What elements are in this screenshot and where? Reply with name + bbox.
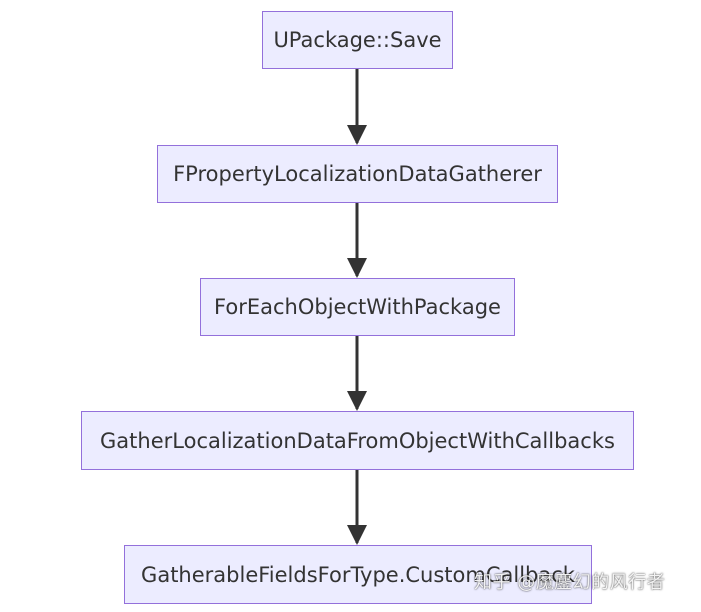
- node-fproperty-localization-data-gatherer: FPropertyLocalizationDataGatherer: [157, 145, 558, 203]
- node-gather-localization-data-from-object-with-callbacks: GatherLocalizationDataFromObjectWithCall…: [81, 411, 634, 470]
- edge-n2-n3: [347, 203, 367, 278]
- node-gatherable-fields-for-type-custom-callback: GatherableFieldsForType.CustomCallback: [124, 545, 592, 604]
- edge-n4-n5: [347, 470, 367, 545]
- edge-n3-n4: [347, 336, 367, 411]
- edge-n1-n2: [347, 69, 367, 145]
- node-label: GatherLocalizationDataFromObjectWithCall…: [100, 428, 615, 453]
- node-upackage-save: UPackage::Save: [262, 11, 453, 69]
- node-label: GatherableFieldsForType.CustomCallback: [141, 562, 575, 587]
- node-label: UPackage::Save: [273, 28, 442, 52]
- node-label: ForEachObjectWithPackage: [214, 295, 501, 319]
- node-label: FPropertyLocalizationDataGatherer: [173, 162, 542, 186]
- watermark: 知乎 @魔鏖幻的风行者: [474, 572, 666, 593]
- node-for-each-object-with-package: ForEachObjectWithPackage: [200, 278, 515, 336]
